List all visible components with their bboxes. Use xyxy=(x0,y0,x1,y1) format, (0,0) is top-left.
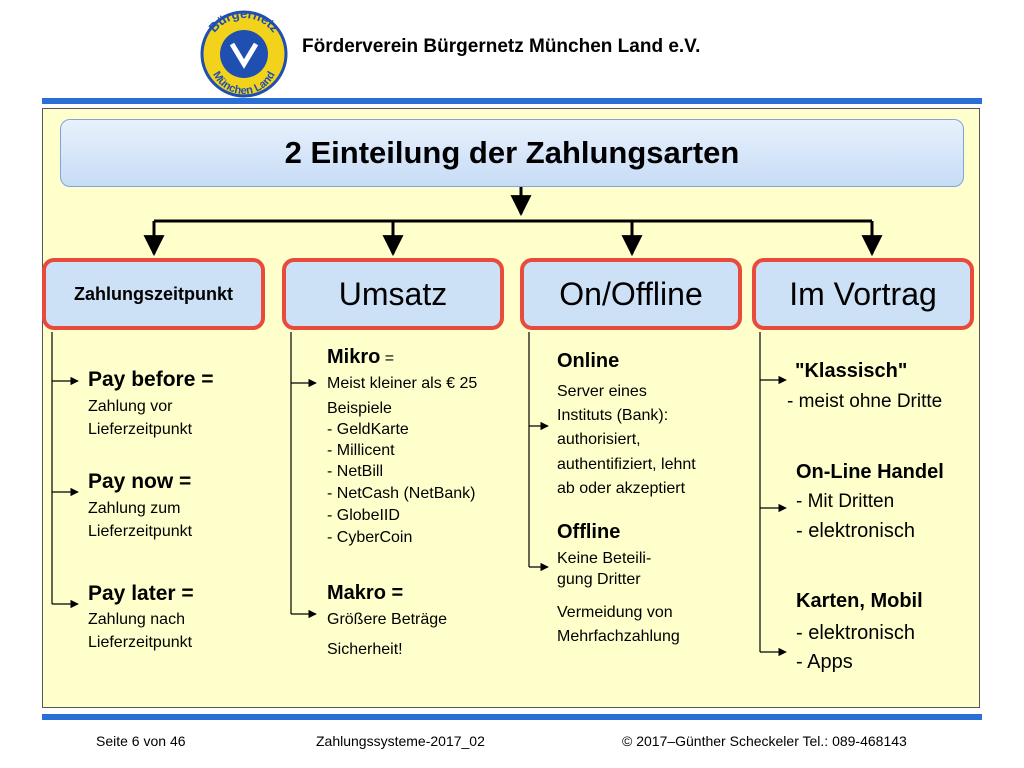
mikro-line-1: Meist kleiner als € 25 xyxy=(327,375,478,392)
pay-before-heading: Pay before = xyxy=(88,368,214,391)
footer-file: Zahlungssysteme-2017_02 xyxy=(316,733,485,749)
klassisch-heading: "Klassisch" xyxy=(795,360,908,382)
online-handel-heading: On-Line Handel xyxy=(796,461,944,483)
mikro-heading: Mikro = xyxy=(327,346,394,369)
example-item: - NetBill xyxy=(327,463,384,480)
online-line: Server eines xyxy=(557,383,647,400)
pay-now-heading: Pay now = xyxy=(88,470,192,493)
footer-page: Seite 6 von 46 xyxy=(96,733,186,749)
online-line: Instituts (Bank): xyxy=(557,407,669,424)
pay-later-heading: Pay later = xyxy=(88,582,194,605)
footer-copyright: © 2017–Günther Scheckeler Tel.: 089-4681… xyxy=(622,733,907,749)
klassisch-line-1: - meist ohne Dritte xyxy=(787,391,943,412)
pay-before-line-2: Lieferzeitpunkt xyxy=(88,421,193,438)
offline-extra-line: Mehrfachzahlung xyxy=(557,628,680,645)
example-item: - Millicent xyxy=(327,442,395,459)
online-line: ab oder akzeptiert xyxy=(557,480,686,497)
category-zahlungszeitpunkt: Zahlungszeitpunkt xyxy=(42,258,265,330)
example-item: - NetCash (NetBank) xyxy=(327,485,476,502)
pay-later-line-1: Zahlung nach xyxy=(88,611,185,628)
pay-now-line-2: Lieferzeitpunkt xyxy=(88,523,193,540)
category-on-offline: On/Offline xyxy=(520,258,742,330)
makro-line-2: Sicherheit! xyxy=(327,641,403,658)
logo: Bürgernetz München Land xyxy=(200,10,288,98)
makro-heading: Makro = xyxy=(327,582,404,604)
online-handel-line-2: - elektronisch xyxy=(796,520,915,542)
offline-line: Keine Beteili- xyxy=(557,550,652,567)
pay-later-line-2: Lieferzeitpunkt xyxy=(88,634,193,651)
category-im-vortrag: Im Vortrag xyxy=(752,258,974,330)
pay-before-line-1: Zahlung vor xyxy=(88,398,173,415)
online-line: authorisiert, xyxy=(557,431,641,448)
example-item: - GeldKarte xyxy=(327,421,409,438)
karten-mobil-heading: Karten, Mobil xyxy=(796,590,923,612)
mikro-equals: = xyxy=(384,350,395,367)
pay-now-line-1: Zahlung zum xyxy=(88,500,181,517)
makro-line-1: Größere Beträge xyxy=(327,611,448,628)
online-line: authentifiziert, lehnt xyxy=(557,456,696,473)
beispiele-label: Beispiele xyxy=(327,400,392,417)
karten-mobil-line-1: - elektronisch xyxy=(796,622,915,644)
mikro-label: Mikro xyxy=(327,346,381,368)
organization-title: Förderverein Bürgernetz München Land e.V… xyxy=(302,36,701,57)
online-heading: Online xyxy=(557,350,620,372)
offline-extra-line: Vermeidung von xyxy=(557,604,673,621)
category-umsatz: Umsatz xyxy=(282,258,504,330)
karten-mobil-line-2: - Apps xyxy=(796,651,853,673)
bottom-rule xyxy=(42,714,982,720)
example-item: - CyberCoin xyxy=(327,529,413,546)
slide-title: 2 Einteilung der Zahlungsarten xyxy=(60,119,964,187)
top-rule xyxy=(42,98,982,104)
offline-line: gung Dritter xyxy=(557,571,641,588)
example-item: - GlobeIID xyxy=(327,507,400,524)
online-handel-line-1: - Mit Dritten xyxy=(796,491,895,512)
offline-heading: Offline xyxy=(557,521,621,543)
